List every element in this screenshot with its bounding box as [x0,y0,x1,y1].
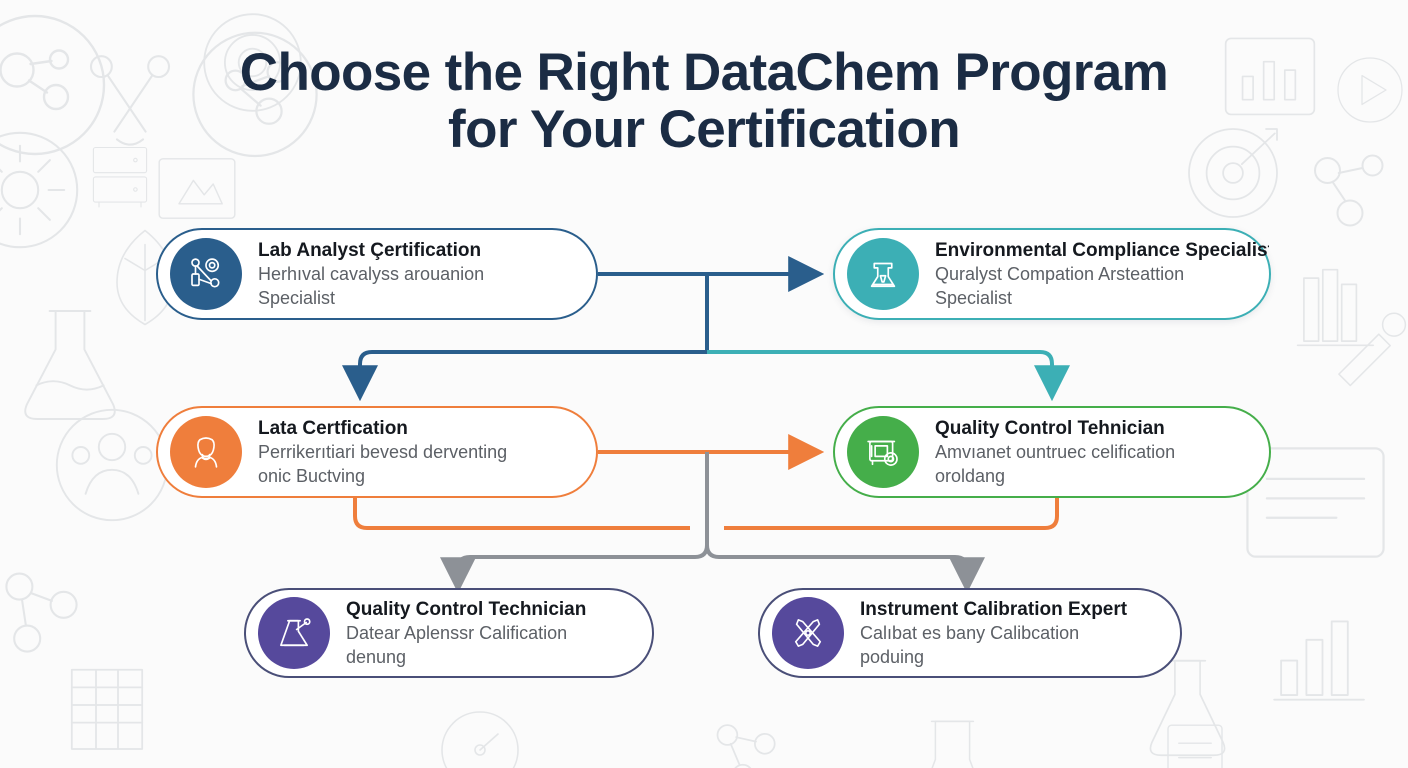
card-icon-circle [847,416,919,488]
beaker-flask-icon [870,262,896,288]
watermark-molecule-icon [5,572,78,653]
card-environmental-compliance-specialist[interactable]: Environmental Compliance Specialist Qura… [833,228,1271,320]
card-title: Lata Certfication [258,417,408,439]
crossed-calibration-tools-icon [794,619,822,647]
card-icon-circle [772,597,844,669]
card-quality-control-tehnician[interactable]: Quality Control Tehnician Amvıanet ountr… [833,406,1271,498]
page-title-line-2: for Your Certification [448,100,961,159]
card-subtitle-line-1: Calıbat es bany Calibcation [860,622,1080,643]
watermark-books-icon [1296,268,1375,347]
card-text-block: Lab Analyst Çertification Herhıval caval… [258,239,498,310]
card-quality-control-technician[interactable]: Quality Control Technician Datear Aplens… [244,588,654,678]
watermark-bar-chart-icon [1273,620,1365,701]
card-subtitle-line-2: onic Buctving [258,465,366,486]
card-subtitle-line-2: Specialist [258,287,336,308]
watermark-beaker-icon [930,720,975,768]
connector-gray-branch-down-right-to-instrument-calibration [705,544,985,594]
card-subtitle-line-2: poduing [860,646,925,667]
molecule-network-icon [191,258,220,288]
watermark-molecule-icon [716,724,776,768]
card-title: Instrument Calibration Expert [860,598,1128,620]
watermark-building-icon [70,668,144,750]
watermark-document-icon [1167,724,1223,768]
card-text-block: Quality Control Tehnician Amvıanet ountr… [935,417,1189,488]
card-subtitle-line-1: Datear Aplenssr Calification [346,622,568,643]
card-icon-circle [847,238,919,310]
watermark-pipette-icon [1338,312,1407,387]
card-title: Quality Control Tehnician [935,417,1165,439]
card-subtitle-line-1: Quralyst Compation Arsteattion [935,263,1185,284]
page-title-line-1: Choose the Right DataChem Program [239,43,1169,102]
erlenmeyer-flask-icon [280,618,311,647]
card-lab-analyst-certification[interactable]: Lab Analyst Çertification Herhıval caval… [156,228,598,320]
page-title: Choose the Right DataChem Program for Yo… [0,44,1408,158]
lab-technician-person-icon [194,437,218,468]
card-text-block: Environmental Compliance Specialist Qura… [935,239,1269,310]
card-subtitle-line-2: denung [346,646,407,667]
connector-teal-branch-down-right-to-quality-control [707,350,1070,402]
card-subtitle-line-1: Perrikerıtiari bevesd derventing [258,441,508,462]
card-instrument-calibration-expert[interactable]: Instrument Calibration Expert Calıbat es… [758,588,1182,678]
watermark-team-icon [55,408,169,522]
connector-gray-branch-down-left-to-qc-technician [440,544,709,594]
card-icon-circle [258,597,330,669]
card-title: Lab Analyst Çertification [258,239,482,261]
card-subtitle-line-1: Amvıanet ountruec celification [935,441,1176,462]
card-icon-circle [170,238,242,310]
card-title: Quality Control Technician [346,598,587,620]
card-icon-circle [170,416,242,488]
card-lata-certfication[interactable]: Lata Certfication Perrikerıtiari bevesd … [156,406,598,498]
watermark-microscope-icon [158,158,236,219]
lab-instrument-icon [867,440,898,466]
card-text-block: Lata Certfication Perrikerıtiari bevesd … [258,417,521,488]
card-subtitle-line-2: Specialist [935,287,1013,308]
card-text-block: Quality Control Technician Datear Aplens… [346,598,600,669]
watermark-gauge-icon [441,711,519,768]
card-text-block: Instrument Calibration Expert Calıbat es… [860,598,1141,669]
watermark-flask-icon [24,310,116,420]
card-subtitle-line-1: Herhıval cavalyss arouanion [258,263,485,284]
connector-blue-branch-down-left-to-lata [342,350,707,402]
card-subtitle-line-2: oroldang [935,465,1006,486]
card-title: Environmental Compliance Specialist [935,239,1269,261]
